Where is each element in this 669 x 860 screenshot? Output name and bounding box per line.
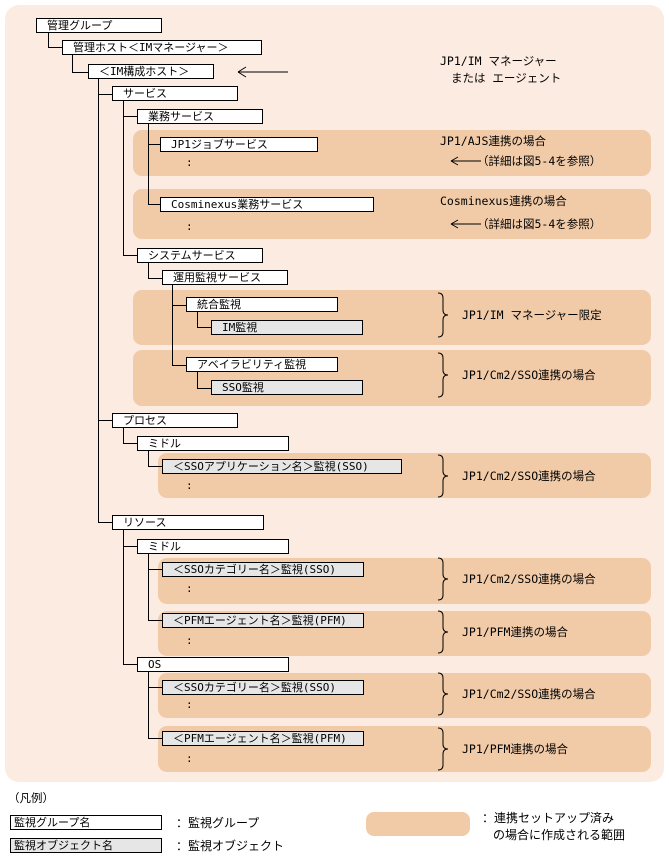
- group-cosminexus-service: Cosminexus業務サービス: [160, 197, 374, 212]
- legend-title: （凡例）: [8, 791, 54, 805]
- group-resource: リソース: [112, 515, 264, 530]
- connector: [148, 278, 162, 279]
- arrow-left-icon: [450, 219, 481, 229]
- connector: [197, 388, 211, 389]
- connector: [197, 327, 211, 328]
- object-sso-app-kanshi: ＜SSOアプリケーション名＞監視(SSO): [162, 459, 402, 474]
- connector: [148, 144, 160, 145]
- note-pfm-case: JP1/PFM連携の場合: [462, 742, 568, 756]
- connector: [148, 672, 149, 739]
- note-cm2-sso-case: JP1/Cm2/SSO連携の場合: [462, 469, 596, 483]
- connector: [123, 664, 137, 665]
- connector: [148, 204, 160, 205]
- connector: [98, 420, 112, 421]
- note-manager-agent-2: または エージェント: [451, 71, 562, 85]
- brace-icon: [437, 672, 449, 716]
- group-process-middle: ミドル: [137, 436, 289, 451]
- connector: [123, 443, 137, 444]
- connector: [72, 72, 88, 73]
- connector: [197, 312, 198, 328]
- connector: [123, 546, 137, 547]
- group-jp1job-service: JP1ジョブサービス: [160, 137, 318, 152]
- connector: [123, 530, 124, 665]
- group-system-service: システムサービス: [137, 248, 263, 263]
- connector: [123, 116, 137, 117]
- brace-icon: [437, 292, 449, 338]
- note-cm2-sso-case: JP1/Cm2/SSO連携の場合: [462, 368, 596, 382]
- note-cm2-sso-case: JP1/Cm2/SSO連携の場合: [462, 572, 596, 586]
- ellipsis: :: [186, 634, 193, 647]
- connector: [148, 687, 162, 688]
- ellipsis: :: [186, 220, 193, 233]
- connector: [197, 372, 198, 389]
- note-ajs-detail: （詳細は図5-4を参照）: [477, 154, 602, 168]
- connector: [123, 428, 124, 444]
- group-tougou-kanshi: 統合監視: [186, 297, 338, 312]
- brace-icon: [437, 454, 449, 498]
- connector: [172, 305, 186, 306]
- connector: [172, 365, 186, 366]
- ellipsis: :: [186, 479, 193, 492]
- connector: [148, 738, 162, 739]
- note-pfm-case: JP1/PFM連携の場合: [462, 625, 568, 639]
- note-manager-agent-1: JP1/IM マネージャー: [440, 54, 557, 68]
- connector: [148, 569, 162, 570]
- brace-icon: [437, 727, 449, 771]
- object-sso-kanshi: SSO監視: [211, 380, 363, 395]
- object-os-sso-category: ＜SSOカテゴリー名＞監視(SSO): [162, 680, 364, 695]
- group-resource-middle: ミドル: [137, 539, 289, 554]
- object-middle-sso-category: ＜SSOカテゴリー名＞監視(SSO): [162, 562, 364, 577]
- legend-group-box: 監視グループ名: [10, 815, 162, 830]
- brace-icon: [437, 557, 449, 601]
- connector: [148, 554, 149, 621]
- group-gyomu-service: 業務サービス: [137, 109, 263, 124]
- group-kanri-host: 管理ホスト＜IMマネージャー＞: [62, 40, 262, 55]
- note-cosminexus-case: Cosminexus連携の場合: [440, 194, 567, 208]
- legend-range-swatch: [366, 812, 470, 836]
- ellipsis: :: [186, 698, 193, 711]
- brace-icon: [437, 352, 449, 398]
- connector: [123, 101, 124, 256]
- connector: [148, 466, 162, 467]
- ellipsis: :: [186, 156, 193, 169]
- connector: [148, 263, 149, 279]
- legend-range-desc-1: ：連携セットアップ済み: [482, 811, 615, 825]
- arrow-left-icon: [450, 156, 481, 166]
- legend-object-box: 監視オブジェクト名: [10, 838, 162, 853]
- note-im-manager-only: JP1/IM マネージャー限定: [462, 308, 602, 322]
- object-middle-pfm-agent: ＜PFMエージェント名＞監視(PFM): [162, 613, 364, 628]
- connector: [148, 124, 149, 205]
- group-process: プロセス: [112, 413, 238, 428]
- group-unyo-kanshi-service: 運用監視サービス: [162, 270, 288, 285]
- group-os: OS: [137, 657, 289, 672]
- connector: [123, 255, 137, 256]
- connector: [98, 79, 99, 523]
- group-service: サービス: [112, 86, 238, 101]
- group-availability-kanshi: アベイラビリティ監視: [186, 357, 338, 372]
- ellipsis: :: [186, 582, 193, 595]
- connector: [148, 451, 149, 467]
- object-os-pfm-agent: ＜PFMエージェント名＞監視(PFM): [162, 731, 364, 746]
- connector: [48, 33, 49, 48]
- arrow-left-icon: [237, 66, 288, 78]
- connector: [98, 94, 112, 95]
- legend-object-desc: ：監視オブジェクト: [176, 839, 285, 853]
- note-ajs-case: JP1/AJS連携の場合: [440, 134, 546, 148]
- brace-icon: [437, 610, 449, 654]
- note-cm2-sso-case: JP1/Cm2/SSO連携の場合: [462, 687, 596, 701]
- ellipsis: :: [186, 752, 193, 765]
- legend-range-desc-2: の場合に作成される範囲: [493, 828, 626, 842]
- group-kanri: 管理グループ: [36, 18, 162, 33]
- legend-group-desc: ：監視グループ: [176, 816, 260, 830]
- connector: [98, 522, 112, 523]
- object-im-kanshi: IM監視: [211, 320, 363, 335]
- note-cosminexus-detail: （詳細は図5-4を参照）: [477, 217, 602, 231]
- connector: [72, 55, 73, 73]
- connector: [172, 285, 173, 366]
- connector: [48, 47, 62, 48]
- group-im-kousei-host: ＜IM構成ホスト＞: [88, 64, 214, 79]
- connector: [148, 620, 162, 621]
